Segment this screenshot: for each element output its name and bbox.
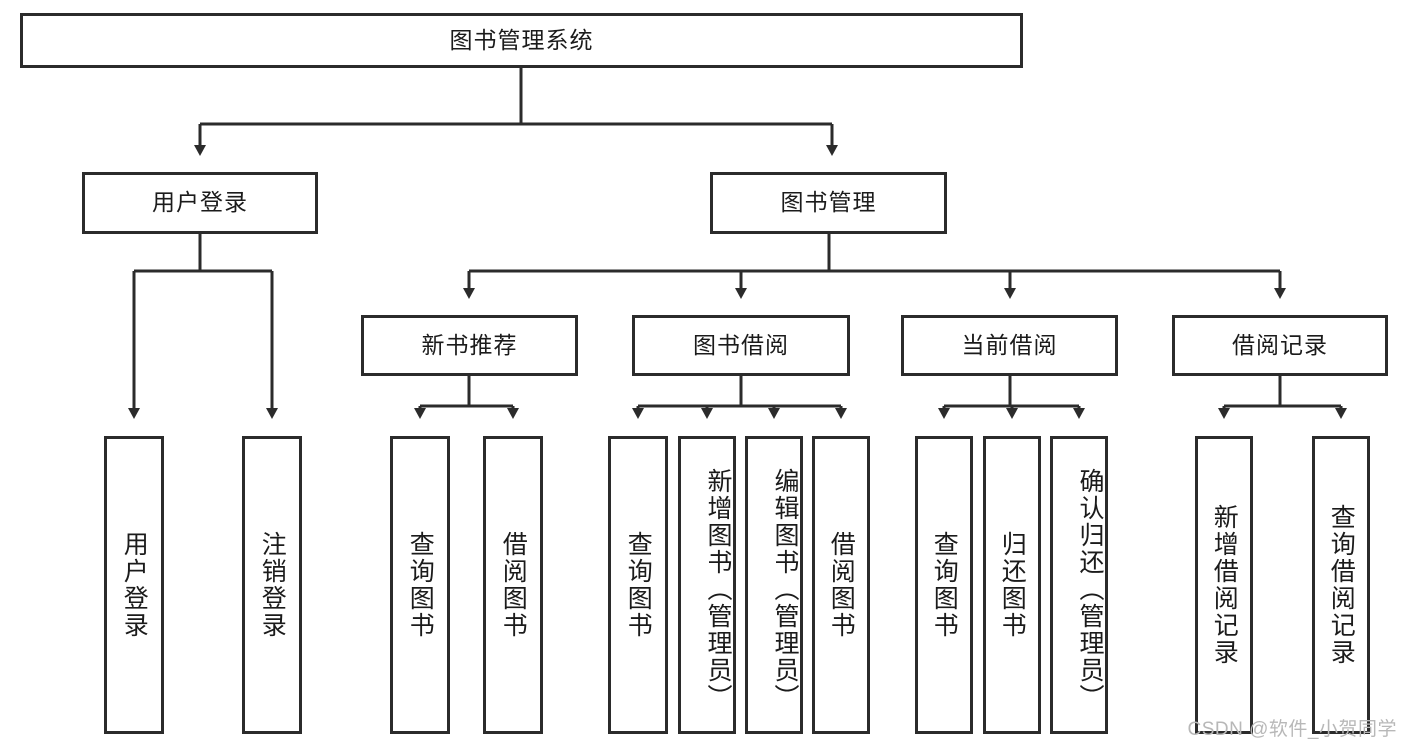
leaf-query-book-1[interactable]: 查询图书 — [390, 436, 450, 734]
node-current-borrow[interactable]: 当前借阅 — [901, 315, 1118, 376]
leaf-query-record[interactable]: 查询借阅记录 — [1312, 436, 1370, 734]
node-user-login[interactable]: 用户登录 — [82, 172, 318, 234]
node-new-book-recommend[interactable]: 新书推荐 — [361, 315, 578, 376]
leaf-borrow-book-1[interactable]: 借阅图书 — [483, 436, 543, 734]
node-borrow-record[interactable]: 借阅记录 — [1172, 315, 1388, 376]
watermark: CSDN @软件_小贺同学 — [1187, 719, 1397, 740]
node-root[interactable]: 图书管理系统 — [20, 13, 1023, 68]
leaf-add-book[interactable]: 新增图书（管理员） — [678, 436, 736, 734]
leaf-add-record[interactable]: 新增借阅记录 — [1195, 436, 1253, 734]
leaf-borrow-book-2[interactable]: 借阅图书 — [812, 436, 870, 734]
leaf-query-book-2[interactable]: 查询图书 — [608, 436, 668, 734]
leaf-user-login[interactable]: 用户登录 — [104, 436, 164, 734]
leaf-logout[interactable]: 注销登录 — [242, 436, 302, 734]
leaf-query-book-3[interactable]: 查询图书 — [915, 436, 973, 734]
node-book-borrow[interactable]: 图书借阅 — [632, 315, 850, 376]
node-book-manage[interactable]: 图书管理 — [710, 172, 947, 234]
leaf-confirm-return[interactable]: 确认归还（管理员） — [1050, 436, 1108, 734]
leaf-edit-book[interactable]: 编辑图书（管理员） — [745, 436, 803, 734]
leaf-return-book[interactable]: 归还图书 — [983, 436, 1041, 734]
